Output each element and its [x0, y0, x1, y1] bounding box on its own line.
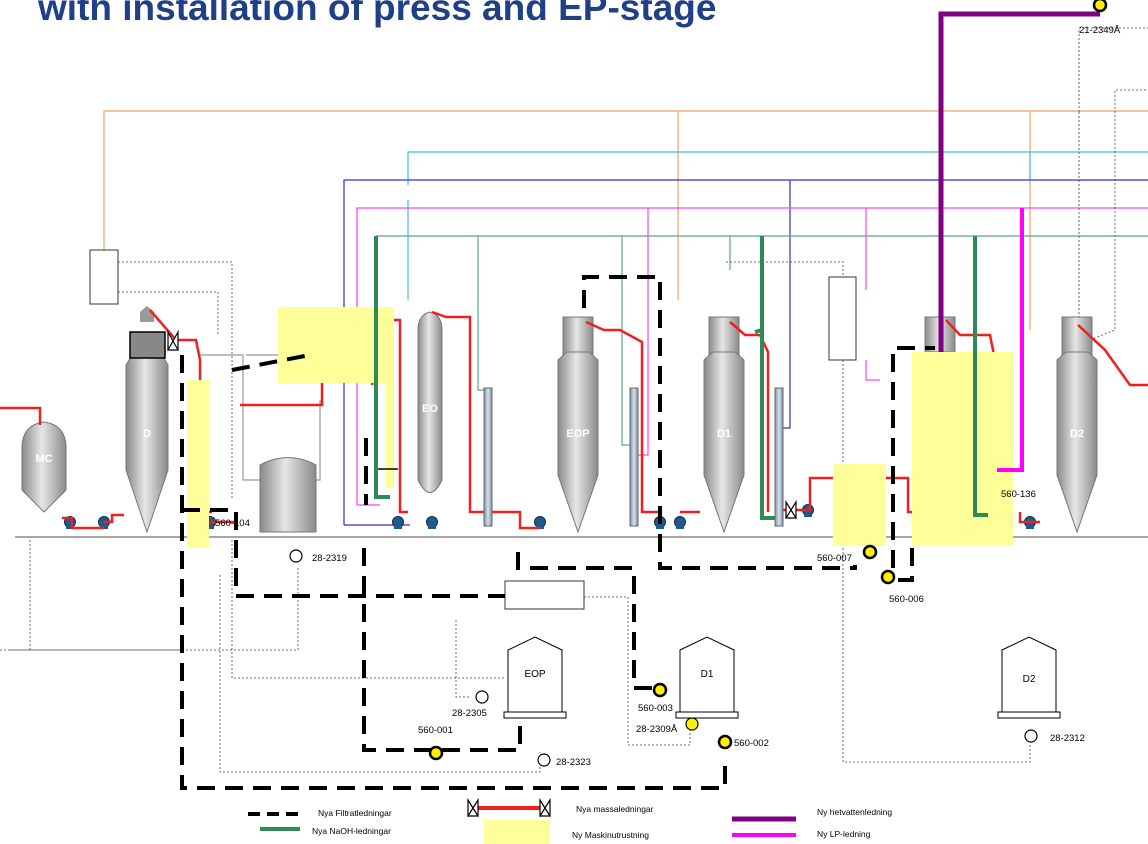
legend-filtrate-label: Nya Filtratledningar [318, 808, 392, 818]
valve-560-001 [428, 745, 444, 761]
legend-machinery-swatch [484, 820, 550, 844]
tag-28-2312: 28-2312 [1050, 733, 1085, 744]
tank-eop-label: EOP [524, 669, 545, 680]
legend: Nya Filtratledningar Nya NaOH-ledningar … [248, 797, 892, 844]
instrument-28-2312 [1024, 729, 1038, 743]
valve-21-2349 [1092, 0, 1108, 13]
valve-560-002 [717, 734, 733, 750]
valve-560-007 [862, 544, 878, 560]
valve-d1 [784, 499, 798, 519]
vessel-mc-label: MC [35, 453, 52, 465]
tag-21-2349: 21-2349Å [1079, 25, 1121, 36]
tank-d1-label: D1 [701, 669, 714, 680]
vessel-d: D [125, 306, 169, 534]
vessel-eop: EOP [557, 316, 599, 534]
tag-560-104: 560-104 [215, 518, 250, 529]
vessel-d2: D2 [1056, 316, 1098, 534]
legend-pulp-swatch [466, 797, 552, 817]
naoh-lines [374, 236, 988, 520]
legend-pulp-label: Nya massaledningar [576, 804, 654, 814]
valve-d [166, 329, 180, 351]
instrument-28-2323 [537, 753, 551, 767]
washer-columns [483, 387, 784, 527]
tag-28-2323: 28-2323 [556, 757, 591, 768]
vessel-d1: D1 [703, 316, 745, 534]
instrument-28-2309 [685, 717, 699, 731]
vessel-mc: MC [21, 421, 67, 513]
instrument-28-2305 [475, 690, 489, 704]
signal-lines [0, 27, 1148, 773]
tank-d2-label: D2 [1023, 674, 1036, 685]
legend-lp-label: Ny LP-ledning [817, 829, 871, 839]
legend-hotwater-label: Ny hetvattenledning [817, 807, 892, 817]
tank-d2: D2 [997, 636, 1061, 719]
vessel-d1-label: D1 [717, 428, 731, 440]
tag-560-001: 560-001 [418, 725, 453, 736]
valve-560-003 [652, 682, 668, 698]
tank-eop: EOP [503, 636, 567, 719]
hotwater-line [938, 11, 1100, 352]
valve-560-006 [880, 569, 896, 585]
tag-560-003: 560-003 [638, 703, 673, 714]
tag-560-006: 560-006 [889, 594, 924, 605]
legend-naoh-label: Nya NaOH-ledningar [312, 826, 391, 836]
tag-28-2305: 28-2305 [452, 708, 487, 719]
instruments [289, 0, 1108, 767]
legend-machinery-label: Ny Maskinutrustning [572, 830, 649, 840]
tag-560-136: 560-136 [1001, 489, 1036, 500]
equipment-boxes [89, 249, 857, 610]
tag-labels: 28-2319 560-104 21-2349Å 560-136 560-007… [215, 25, 1121, 768]
tank-d1: D1 [675, 636, 739, 719]
vessel-eo: EO [417, 311, 443, 493]
instrument-28-2319 [289, 549, 303, 563]
tag-28-2309: 28-2309Å [636, 724, 678, 735]
lp-line [997, 208, 1024, 472]
tag-560-007: 560-007 [817, 553, 852, 564]
tag-560-002: 560-002 [734, 738, 769, 749]
vessel-eop-label: EOP [566, 428, 589, 440]
vessel-d2-label: D2 [1070, 428, 1084, 440]
tag-28-2319: 28-2319 [312, 553, 347, 564]
page-title: with installation of press and EP-stage [38, 0, 717, 28]
vessel-storage [259, 457, 317, 533]
vessel-d-label: D [143, 428, 151, 440]
vessel-eo-label: EO [422, 403, 438, 415]
